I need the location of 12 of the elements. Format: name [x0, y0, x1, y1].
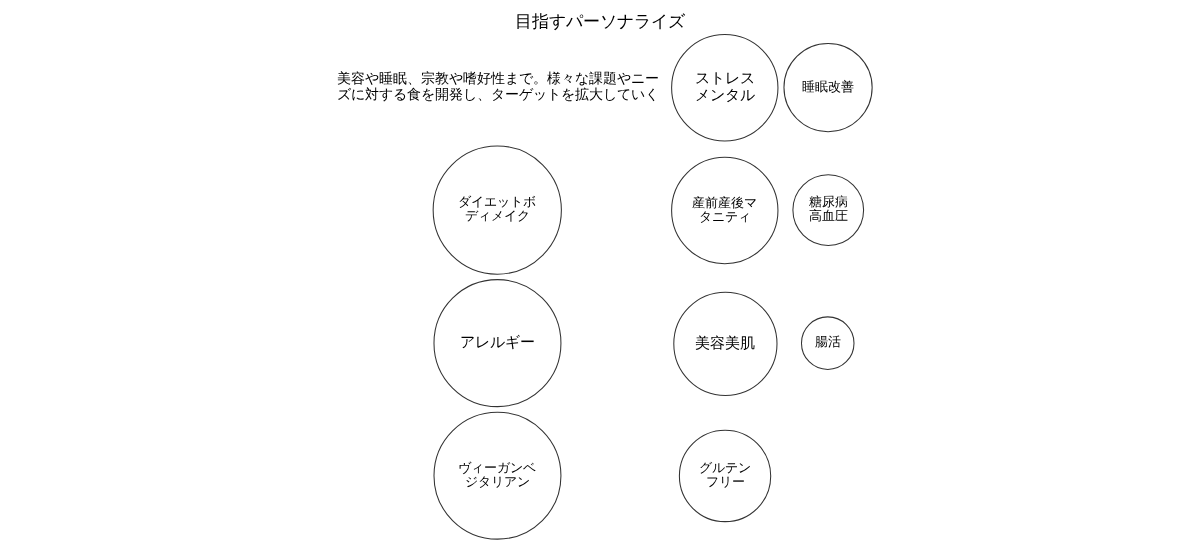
node-circle: ヴィーガンベジタリアン [432, 411, 561, 540]
node-circle: アレルギー [432, 279, 561, 408]
node-circle: グルテンフリー [678, 429, 771, 523]
node-circle: 睡眠改善 [782, 42, 873, 133]
node-circle: ストレスメンタル [670, 34, 778, 142]
node-circle: 腸活 [800, 316, 855, 370]
node-circle: ダイエットボディメイク [432, 145, 562, 275]
diagram-title: 目指すパーソナライズ [515, 11, 685, 32]
node-circle: 美容美肌 [672, 291, 778, 396]
label: 美容や睡眠、宗教や嗜好性まで。様々な課題やニーズに対する食を開発し、ターゲットを拡大していく [336, 70, 659, 102]
node-circle: 糖尿病高血圧 [791, 174, 864, 246]
node-circle: 産前産後マタニティ [670, 156, 778, 265]
